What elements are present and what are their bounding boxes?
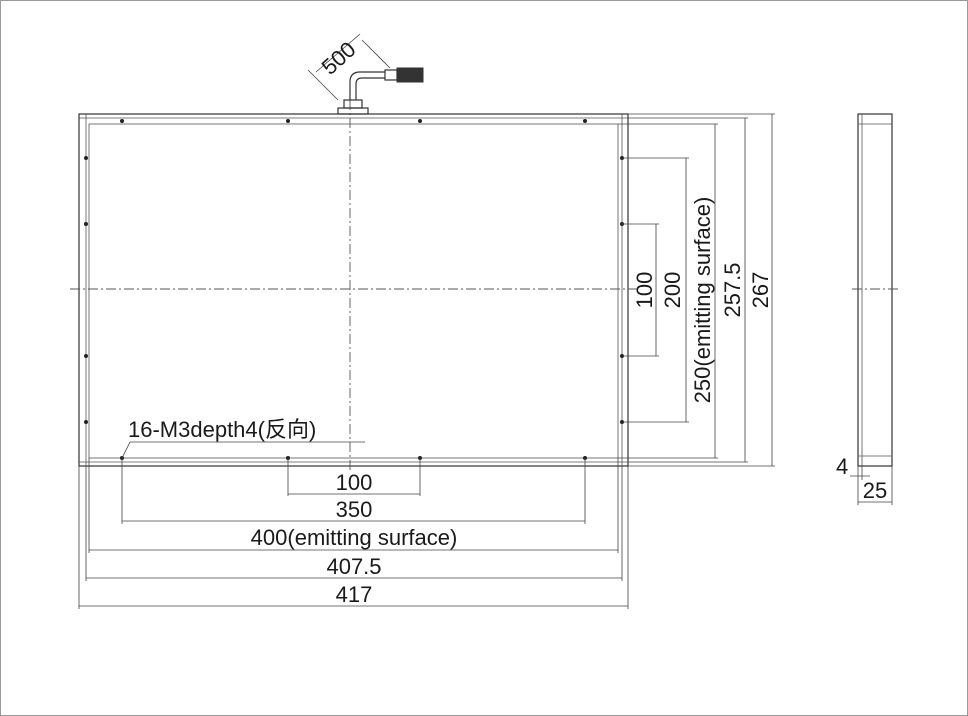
- dim-hole-pitch-outer-h: 350: [336, 497, 373, 522]
- dim-front-thickness: 4: [836, 454, 848, 479]
- dim-hole-pitch-inner-v: 100: [632, 272, 657, 309]
- dim-overall-depth: 25: [863, 478, 887, 503]
- dim-hole-pitch-inner-h: 100: [336, 470, 373, 495]
- dim-hole-pitch-outer-v: 200: [660, 272, 685, 309]
- dim-emitting-height: 250(emitting surface): [690, 197, 715, 404]
- mounting-holes: [84, 119, 624, 460]
- dim-inner-width: 407.5: [326, 554, 381, 579]
- cable-connector: 500: [307, 33, 424, 115]
- front-view: [70, 100, 640, 470]
- dim-overall-height: 267: [748, 272, 773, 309]
- outer-frame: [78, 113, 629, 467]
- hole-note: 16-M3depth4(反向): [128, 417, 316, 442]
- dim-overall-width: 417: [336, 582, 373, 607]
- horizontal-dimensions: 100 350 400(emitting surface) 407.5 417: [78, 458, 629, 609]
- dim-inner-height: 257.5: [720, 262, 745, 317]
- emitting-surface: [88, 123, 619, 459]
- vertical-dimensions: 100 200 250(emitting surface) 257.5 267: [618, 113, 775, 467]
- dim-emitting-width: 400(emitting surface): [251, 525, 458, 550]
- side-view: 4 25: [836, 113, 898, 505]
